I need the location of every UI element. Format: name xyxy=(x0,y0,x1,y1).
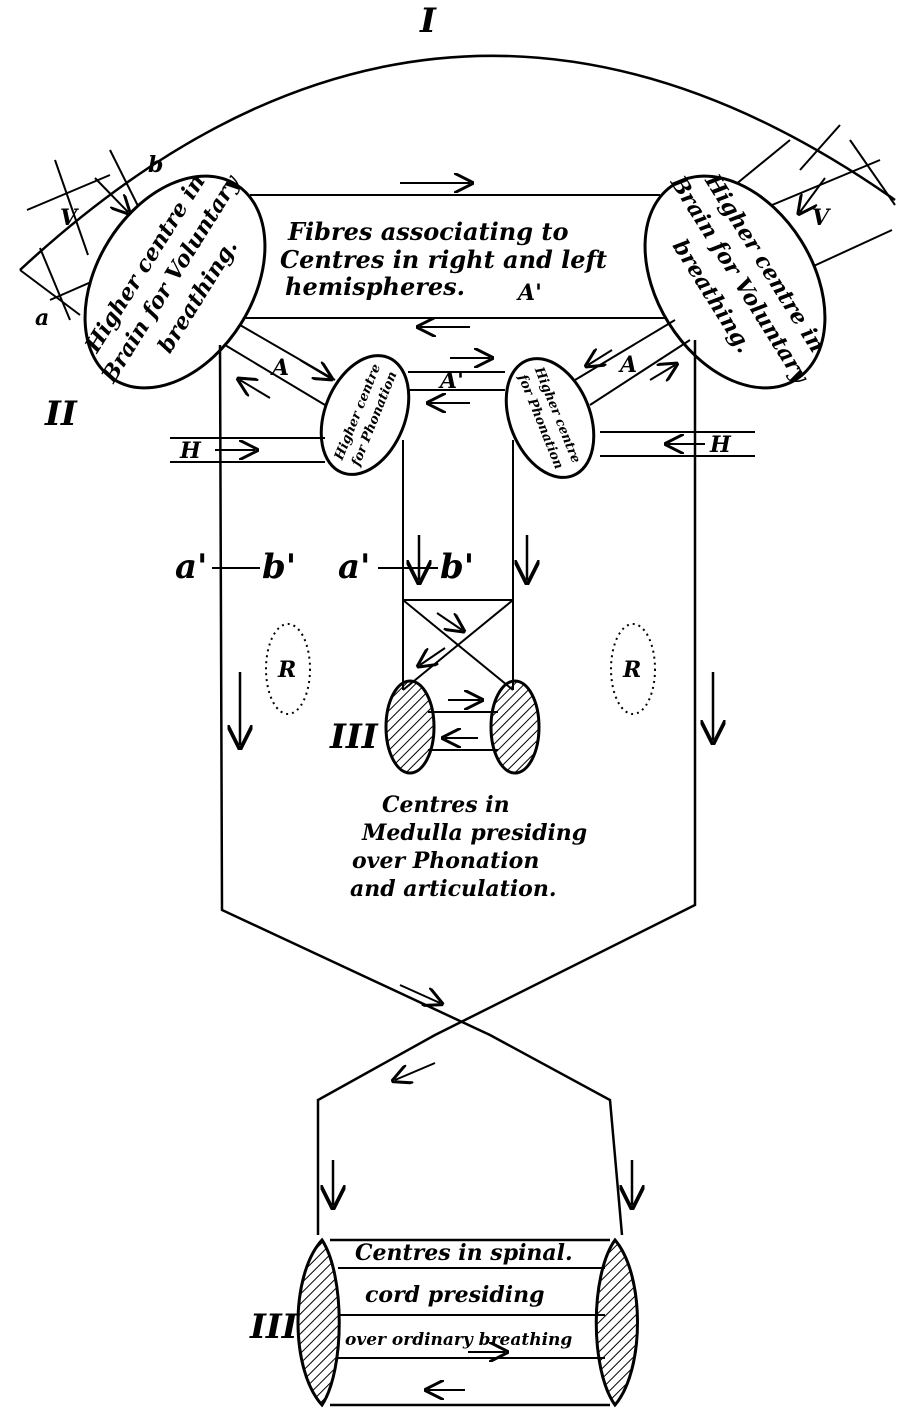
label-a-prime-mid: a' xyxy=(338,547,370,587)
label-b-prime-left: b' xyxy=(262,547,296,587)
medulla-note: Centres in Medulla presiding over Phonat… xyxy=(350,792,587,902)
cortex-arc xyxy=(19,54,896,321)
main-tracts xyxy=(218,340,713,1236)
label-R-left: R xyxy=(277,657,296,683)
medulla-line-2: Medulla presiding xyxy=(361,820,587,846)
pathways-A xyxy=(224,319,691,406)
higher-centre-left: Higher centre in Brain for Voluntary bre… xyxy=(79,169,267,390)
pathway-A-prime-mid xyxy=(408,358,505,403)
association-fibres xyxy=(235,183,680,327)
spinal-cord-centres xyxy=(296,1237,639,1408)
medulla-line-4: and articulation. xyxy=(350,876,557,902)
reflex-area-left xyxy=(265,623,311,715)
label-R-right: R xyxy=(622,657,641,683)
medulla-line-3: over Phonation xyxy=(352,848,539,874)
fibres-note: Fibres associating to Centres in right a… xyxy=(280,217,607,301)
label-v-left: V xyxy=(60,205,79,231)
label-b-upper: b xyxy=(148,152,163,178)
label-A-left: A xyxy=(270,355,289,381)
fibres-line-1: Fibres associating to xyxy=(287,217,568,246)
spinal-line-1: Centres in spinal. xyxy=(355,1240,573,1266)
pathways-H xyxy=(170,431,755,463)
spinal-line-3: over ordinary breathing xyxy=(345,1330,572,1350)
medulla-centres xyxy=(384,679,541,775)
fibres-line-2: Centres in right and left xyxy=(280,245,607,274)
spinal-line-2: cord presiding xyxy=(365,1282,545,1308)
fibres-line-3: hemispheres. xyxy=(285,272,465,301)
label-a-upper: a xyxy=(35,305,49,331)
reflex-area-right xyxy=(610,623,656,715)
label-roman-3-medulla: III xyxy=(329,717,379,757)
medulla-line-1: Centres in xyxy=(382,792,510,818)
phonation-descent xyxy=(402,440,527,691)
label-A-prime-mid: A' xyxy=(438,368,464,394)
label-b-prime-mid: b' xyxy=(440,547,474,587)
label-roman-1: I xyxy=(419,1,437,41)
label-roman-2: II xyxy=(44,394,78,434)
phonation-centre-left: Higher centre for Phonation xyxy=(319,354,411,476)
label-A-right: A xyxy=(618,352,637,378)
label-H-right: H xyxy=(709,432,732,458)
phonation-centre-right: Higher centre for Phonation xyxy=(504,357,596,479)
label-a-prime-left: a' xyxy=(175,547,207,587)
label-v-right: V xyxy=(812,205,831,231)
label-roman-3-spinal: III xyxy=(249,1307,299,1347)
spinal-note: Centres in spinal. cord presiding over o… xyxy=(345,1240,573,1350)
label-A-prime-top: A' xyxy=(516,280,542,306)
label-H-left: H xyxy=(179,438,202,464)
